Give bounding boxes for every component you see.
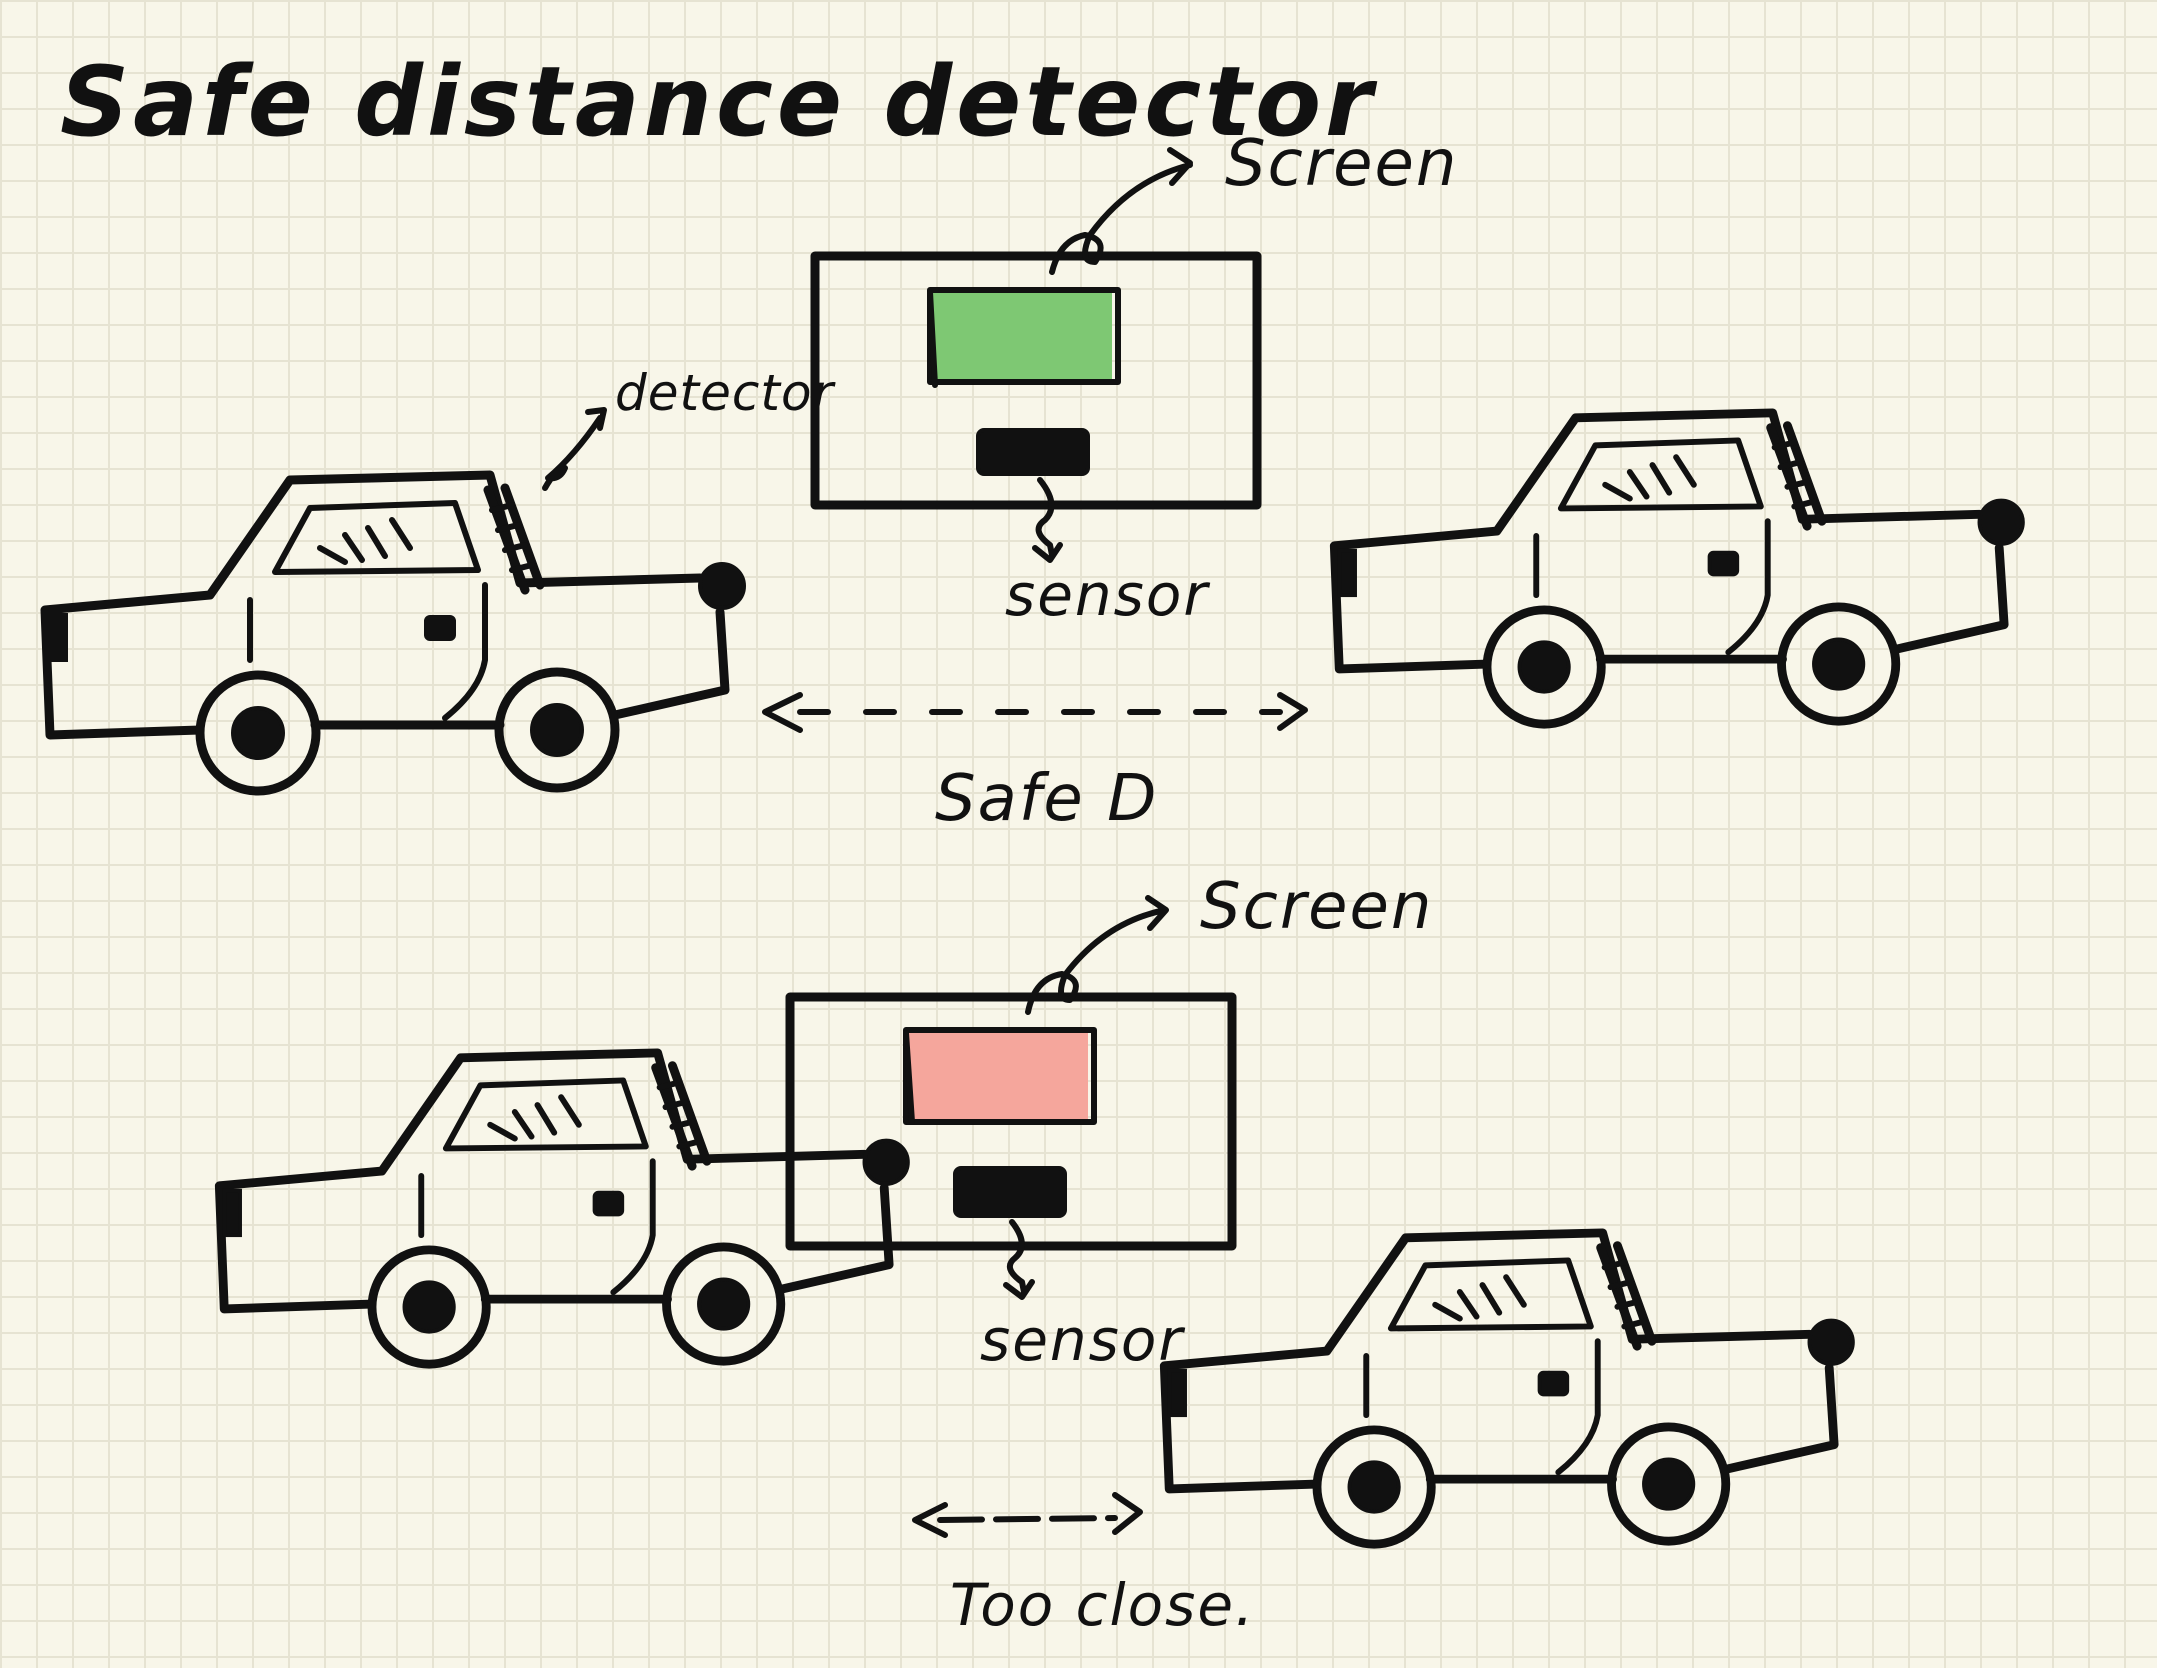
diagram-title: Safe distance detector bbox=[60, 46, 1378, 158]
distance-label-bottom: Too close. bbox=[950, 1571, 1256, 1639]
car-icon bbox=[45, 475, 744, 791]
screen-label-top: Screen bbox=[1225, 127, 1458, 201]
screen-device-safe bbox=[810, 251, 1262, 510]
arrow-icon bbox=[1032, 477, 1063, 563]
close-screen bbox=[906, 1030, 1088, 1122]
sensor-label-top: sensor bbox=[1005, 561, 1210, 629]
screen-label-bottom: Screen bbox=[1200, 870, 1433, 944]
arrow-icon bbox=[762, 692, 1308, 733]
safe-screen bbox=[930, 290, 1112, 382]
sensor-label-bottom: sensor bbox=[980, 1306, 1185, 1374]
detector-label: detector bbox=[615, 364, 837, 422]
car-icon bbox=[219, 1053, 908, 1364]
arrow-icon bbox=[542, 407, 607, 491]
arrow-icon bbox=[912, 1492, 1143, 1538]
arrow-icon bbox=[1049, 147, 1193, 275]
arrow-icon bbox=[1003, 1219, 1035, 1300]
arrow-icon bbox=[1025, 895, 1169, 1015]
car-icon bbox=[1164, 1233, 1853, 1544]
distance-label-top: Safe D bbox=[935, 762, 1158, 836]
car-icon bbox=[1334, 413, 2023, 724]
screen-device-close bbox=[785, 992, 1237, 1251]
